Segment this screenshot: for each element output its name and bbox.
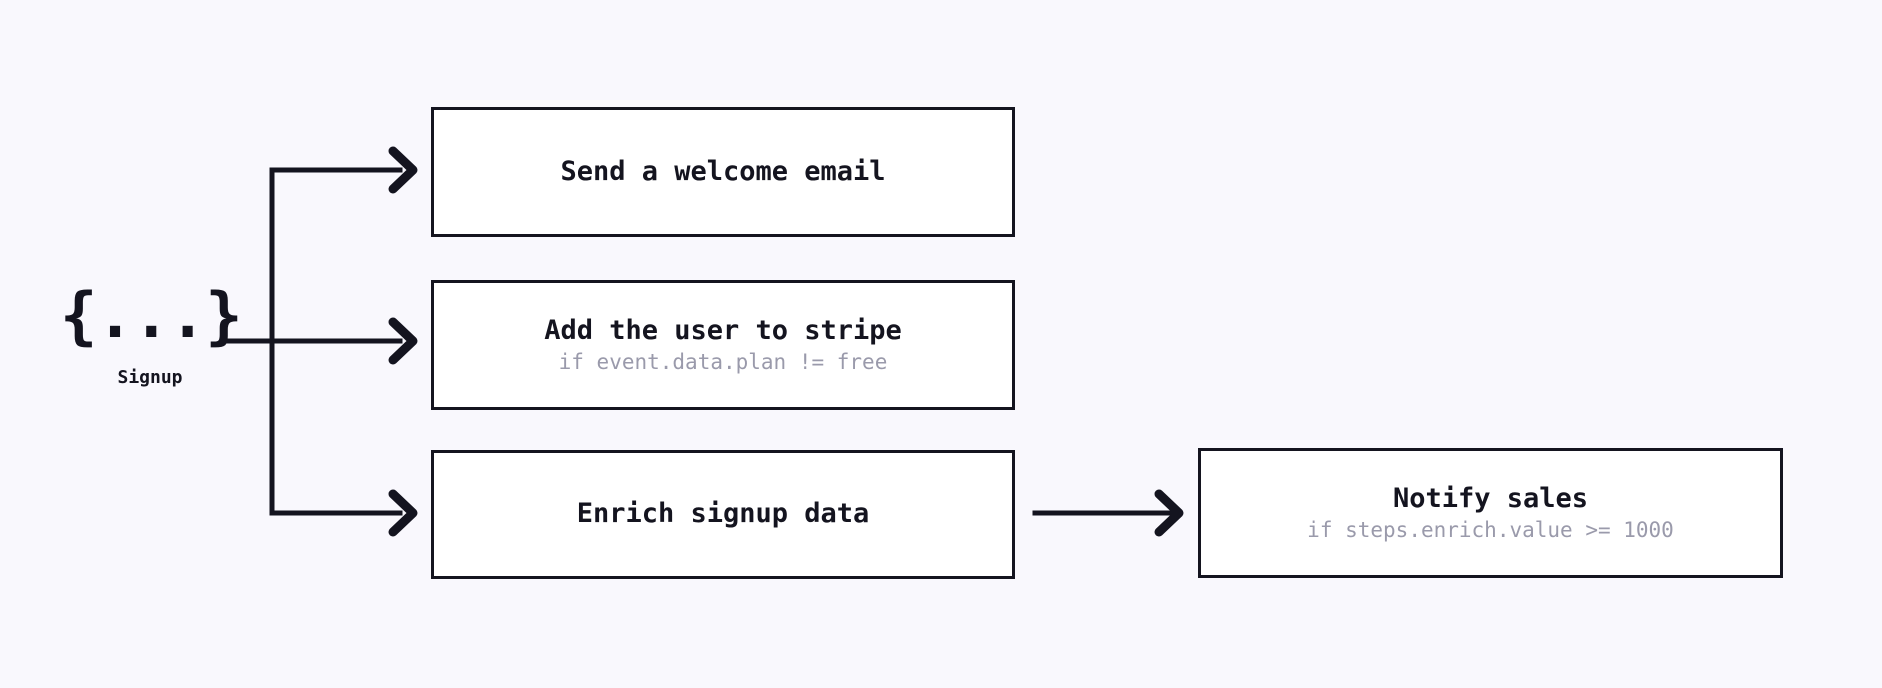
step-condition: if event.data.plan != free	[558, 350, 888, 375]
trigger-label: Signup	[117, 367, 183, 388]
arrowhead-stripe	[388, 317, 418, 365]
step-node-welcome[interactable]: Send a welcome email	[431, 107, 1015, 237]
step-node-stripe[interactable]: Add the user to stripe if event.data.pla…	[431, 280, 1015, 410]
step-title: Enrich signup data	[576, 498, 870, 530]
json-braces-icon: {...}	[60, 279, 243, 352]
arrowhead-welcome	[388, 146, 418, 194]
step-title: Notify sales	[1392, 482, 1589, 514]
trigger-node[interactable]: {...} Signup	[60, 279, 243, 389]
arrowhead-enrich	[388, 489, 418, 537]
step-condition: if steps.enrich.value >= 1000	[1307, 518, 1674, 543]
step-node-enrich[interactable]: Enrich signup data	[431, 450, 1015, 579]
step-title: Add the user to stripe	[544, 314, 902, 346]
step-node-notify[interactable]: Notify sales if steps.enrich.value >= 10…	[1198, 448, 1783, 578]
arrowhead-notify	[1154, 489, 1184, 537]
step-title: Send a welcome email	[560, 155, 886, 187]
